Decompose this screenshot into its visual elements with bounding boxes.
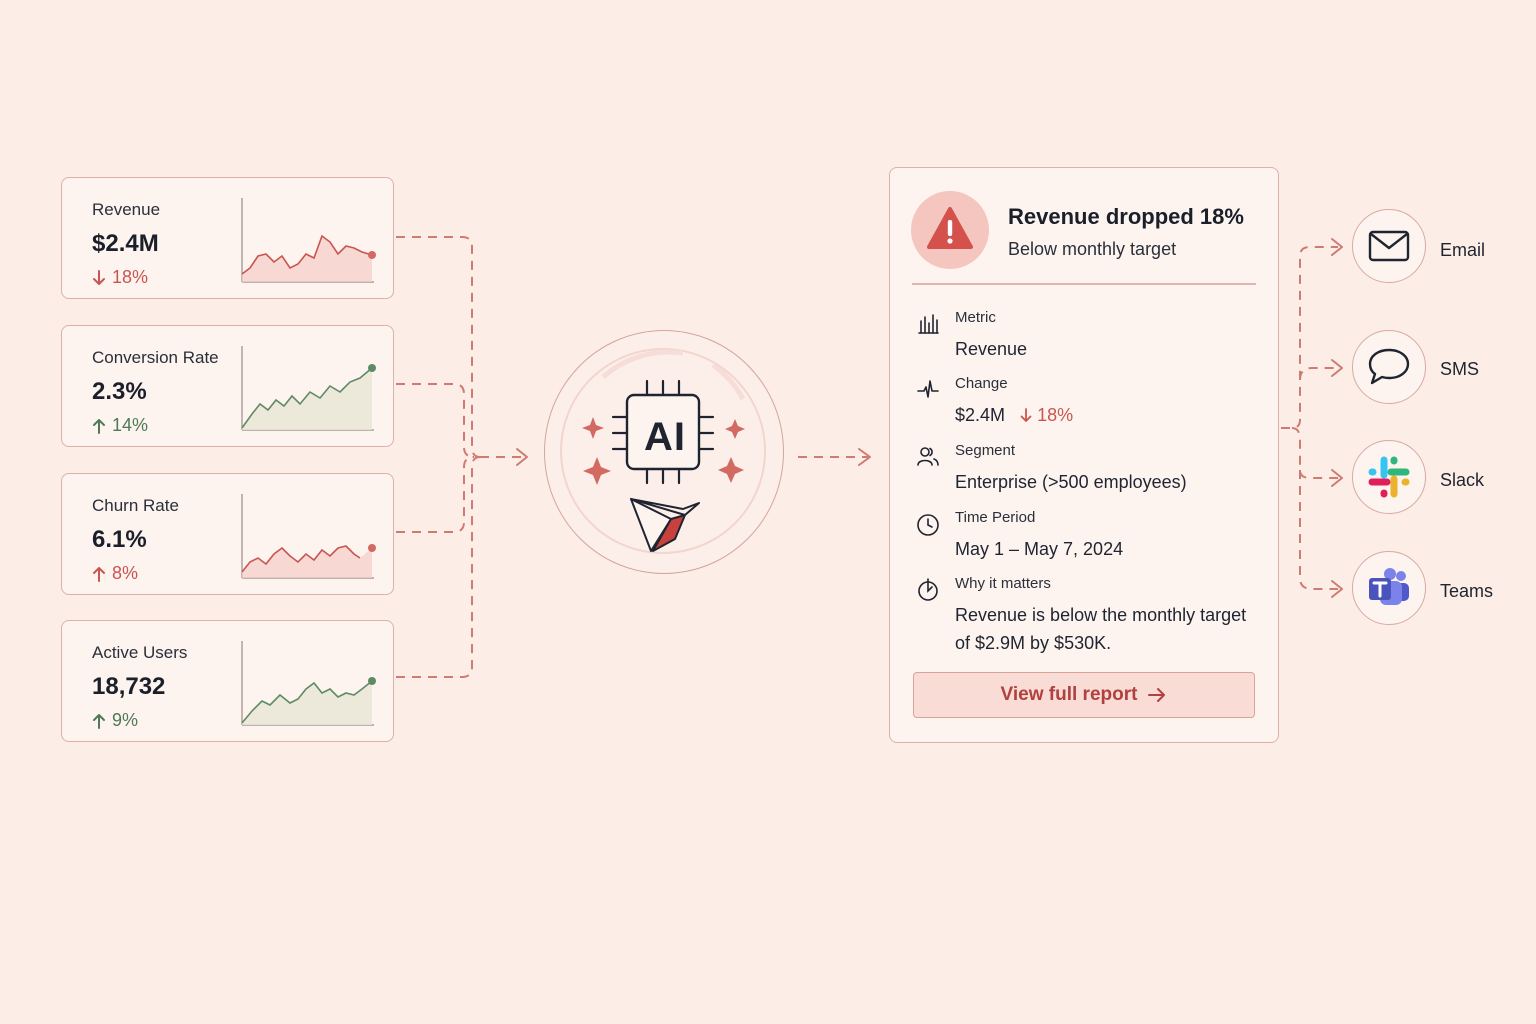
metric-label: Conversion Rate [92,348,219,367]
change-amount: $2.4M [955,405,1006,425]
detail-why-it-matters: Why it matters Revenue is below the mont… [912,575,1262,665]
detail-label: Segment [955,442,1016,459]
arrowhead-email [1331,238,1343,256]
slack-icon [1368,456,1410,498]
alert-card: Revenue dropped 18% Below monthly target… [889,167,1279,743]
metric-value: 6.1% [92,526,147,553]
connector-email [1281,246,1338,429]
metric-change-value: 9% [112,710,139,730]
ai-label: AI [644,415,686,459]
sparkline-churn-rate [241,494,376,579]
detail-value: Revenue is below the monthly target of $… [955,605,1247,653]
mail-icon [1368,230,1410,262]
arrow-down-icon [1020,408,1032,422]
metric-change: 18% [92,267,148,288]
bar-chart-icon [918,314,939,334]
metric-change-value: 14% [112,415,149,435]
ai-engine-hub: AI [544,330,784,574]
channel-slack[interactable] [1352,440,1426,514]
arrow-up-icon [93,566,105,582]
sparkline-conversion-rate [241,346,376,431]
channel-label-slack: Slack [1440,470,1485,490]
metric-card-active-users[interactable]: Active Users 18,732 9% [61,620,394,742]
connector-slack [1291,427,1338,479]
detail-value: Enterprise (>500 employees) [955,472,1187,492]
arrowhead-sms [1331,359,1343,377]
detail-value: May 1 – May 7, 2024 [955,539,1124,559]
channel-label-email: Email [1440,240,1486,260]
arrow-up-icon [93,418,105,434]
arrowhead-slack [1331,469,1343,487]
channel-label-sms: SMS [1440,359,1480,379]
sparkline-active-users [241,641,376,726]
teams-icon [1369,568,1409,605]
detail-time-period: Time Period May 1 – May 7, 2024 [912,509,1262,569]
detail-label: Metric [955,309,996,326]
detail-value: $2.4M 18% [955,401,1265,429]
target-icon [918,578,938,601]
metric-value: 2.3% [92,378,147,405]
arrowhead-into-ai [516,448,528,466]
pulse-icon [917,380,939,398]
connector-sms [1299,367,1338,381]
warning-icon [911,191,989,269]
change-percent: 18% [1020,405,1073,425]
connector-conversion [396,383,475,458]
metric-card-revenue[interactable]: Revenue $2.4M 18% [61,177,394,299]
connector-active-users [396,456,481,678]
arrowhead-teams [1331,580,1343,598]
detail-segment: Segment Enterprise (>500 employees) [912,442,1262,502]
alert-subtitle: Below monthly target [1008,239,1177,259]
metric-change: 8% [92,563,138,584]
metric-label: Revenue [92,200,161,219]
view-full-report-button[interactable]: View full report [913,672,1255,718]
arrowhead-into-alert [858,448,871,466]
metric-change-value: 8% [112,563,139,583]
metric-label: Active Users [92,643,188,662]
arrow-up-icon [93,713,105,729]
connector-revenue [396,236,481,458]
sparkline-revenue [241,198,376,283]
change-percent-value: 18% [1037,405,1074,425]
detail-change: Change $2.4M 18% [912,375,1262,435]
channel-teams[interactable] [1352,551,1426,625]
metric-label: Churn Rate [92,496,179,515]
alert-title: Revenue dropped 18% [1008,204,1244,229]
metric-value: $2.4M [92,230,159,257]
arrow-right-icon [1148,688,1166,702]
ai-hub-graphic [560,348,767,555]
channel-email[interactable] [1352,209,1426,283]
metric-value: 18,732 [92,673,166,700]
metric-card-conversion-rate[interactable]: Conversion Rate 2.3% 14% [61,325,394,447]
chat-bubble-icon [1368,348,1410,385]
button-label: View full report [1000,684,1138,705]
arrow-down-icon [93,269,105,285]
detail-label: Change [955,375,1008,392]
detail-label: Why it matters [955,575,1051,592]
metric-change: 9% [92,710,138,731]
connector-churn [396,456,475,533]
metric-change-value: 18% [112,267,149,287]
divider [912,283,1256,285]
detail-label: Time Period [955,509,1036,526]
channel-sms[interactable] [1352,330,1426,404]
detail-metric: Metric Revenue [912,309,1262,369]
channel-label-teams: Teams [1440,581,1494,601]
clock-icon [917,514,939,536]
metric-card-churn-rate[interactable]: Churn Rate 6.1% 8% [61,473,394,595]
bird-icon [630,498,701,553]
chip-icon [626,394,701,471]
detail-value: Revenue [955,339,1028,359]
metric-change: 14% [92,415,148,436]
users-icon [917,447,939,466]
connector-teams [1299,470,1338,590]
